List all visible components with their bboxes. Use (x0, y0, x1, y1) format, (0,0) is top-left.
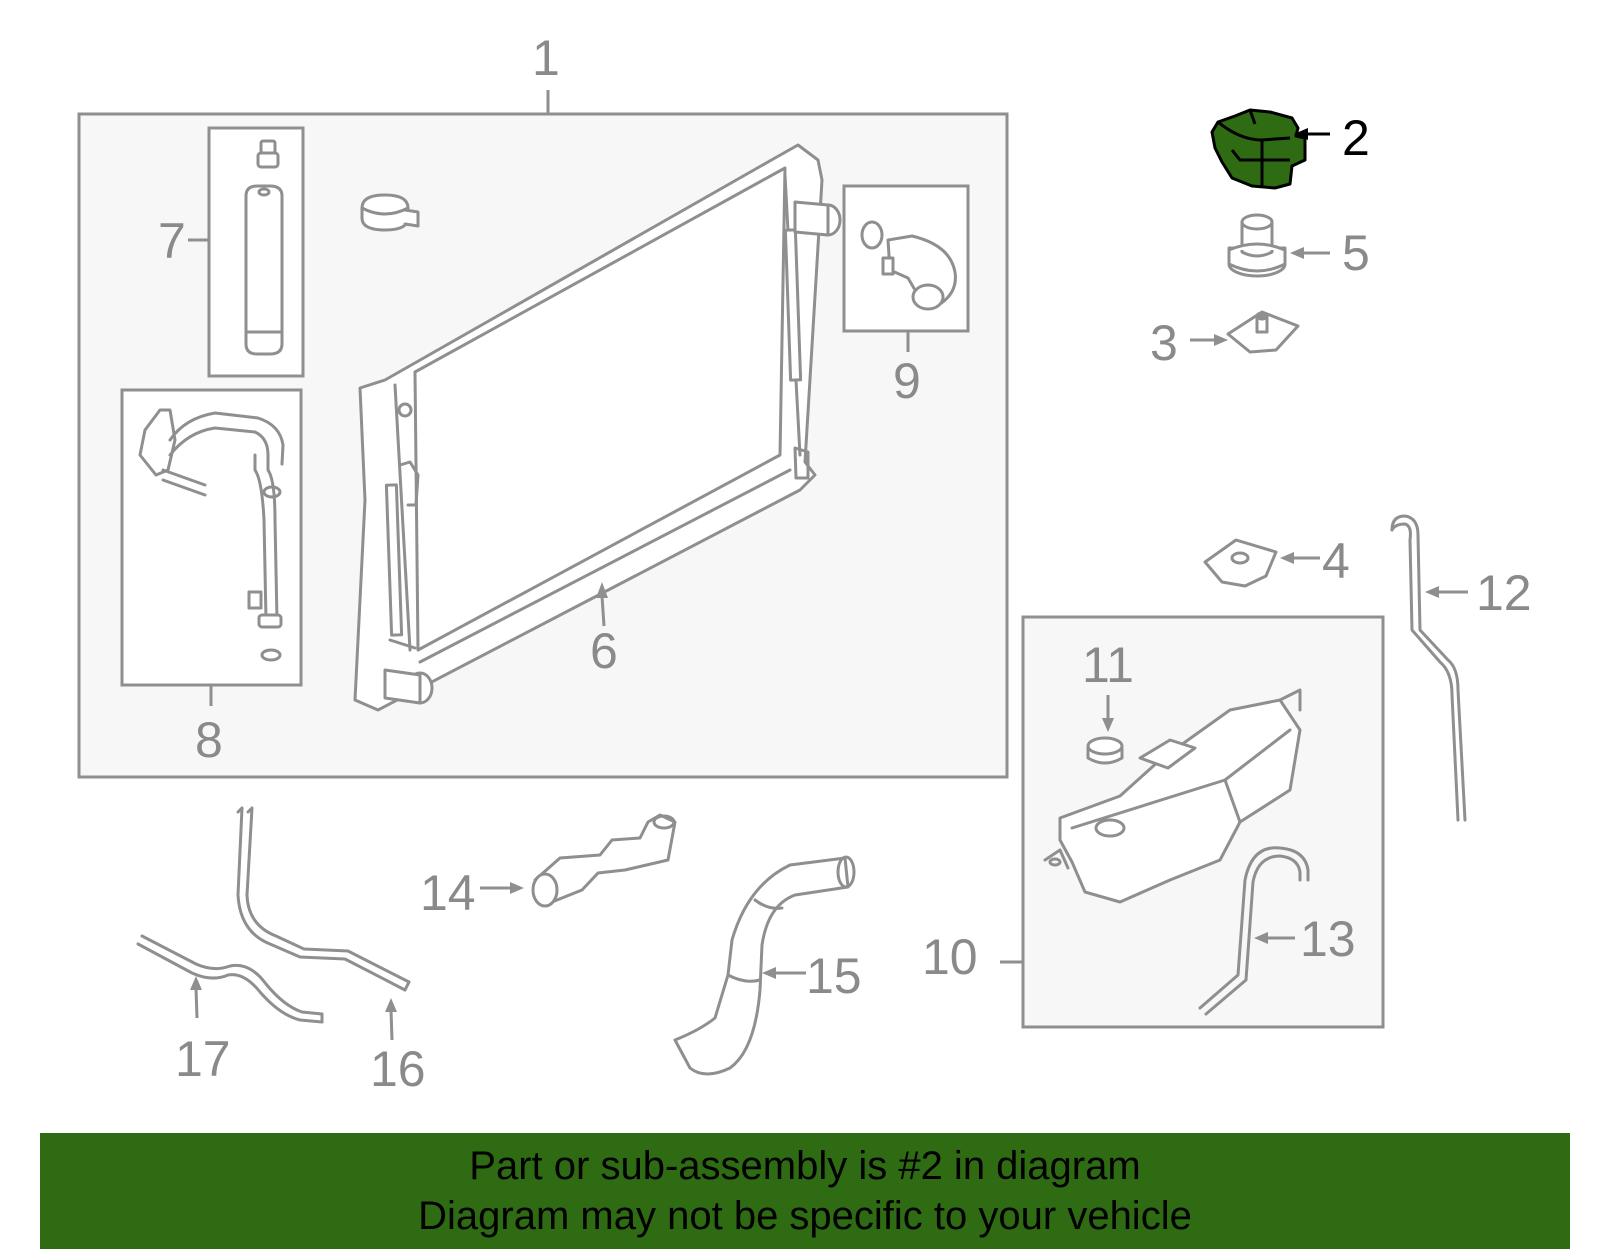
label-8: 8 (195, 712, 223, 768)
label-4: 4 (1322, 533, 1350, 589)
overflow-hose-part (1390, 514, 1467, 822)
label-11: 11 (1082, 637, 1134, 693)
reservoir-hose-part (1198, 846, 1310, 1016)
label-14: 14 (420, 865, 476, 921)
hose-clamp-part (360, 193, 420, 232)
label-16: 16 (370, 1041, 426, 1097)
label-12: 12 (1476, 565, 1532, 621)
mount-bracket-part (1226, 310, 1300, 354)
label-9: 9 (893, 353, 921, 409)
lower-bracket-part (1203, 538, 1278, 588)
radiator-part (353, 143, 842, 712)
upper-hose-part (531, 813, 677, 908)
banner-line-2: Diagram may not be specific to your vehi… (418, 1194, 1192, 1238)
banner-line-1: Part or sub-assembly is #2 in diagram (469, 1144, 1141, 1188)
reservoir-cap-part (1086, 736, 1124, 765)
label-1: 1 (532, 30, 560, 86)
radiator-cap-part-highlighted (1210, 108, 1307, 190)
label-5: 5 (1342, 225, 1370, 281)
receiver-drier-part (244, 139, 284, 356)
part-info-banner: Part or sub-assembly is #2 in diagram Di… (40, 1133, 1570, 1249)
hose-connector-part (860, 220, 957, 311)
label-10: 10 (922, 929, 978, 985)
label-3: 3 (1150, 315, 1178, 371)
reservoir-tank-part (1043, 688, 1302, 904)
heater-hose-part (136, 934, 324, 1024)
label-15: 15 (806, 948, 862, 1004)
label-13: 13 (1300, 911, 1356, 967)
label-7: 7 (158, 213, 186, 269)
condenser-pipe-box (120, 388, 303, 687)
label-17: 17 (175, 1031, 231, 1087)
lower-hose-part (673, 855, 856, 1076)
label-6: 6 (590, 623, 618, 679)
bypass-hose-part (236, 806, 411, 992)
mount-bushing-part (1227, 213, 1287, 278)
condenser-pipe-part (138, 408, 285, 662)
label-2: 2 (1342, 110, 1370, 166)
